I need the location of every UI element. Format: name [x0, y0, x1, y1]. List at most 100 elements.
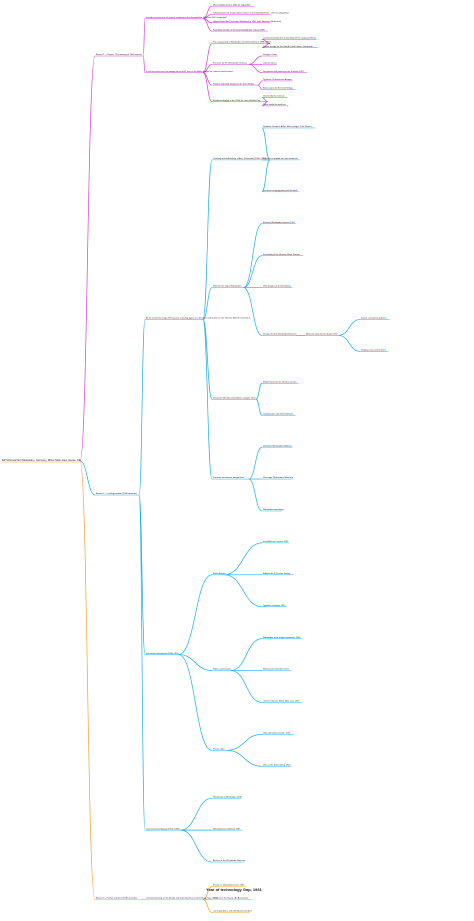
topic-node[interactable]: Helped found the Deutscher Werkbund in 1… — [213, 20, 281, 23]
connector-line — [138, 494, 146, 831]
topic-node[interactable]: The early period of Wiesbaden and Darmst… — [213, 41, 271, 44]
topic-node[interactable]: Furniture and interior design firms — [213, 476, 244, 479]
connector-line — [248, 478, 263, 512]
topic-node[interactable]: Exhibition display at the 1904 St. Louis… — [213, 99, 261, 102]
topic-node[interactable]: Museum wing interior design 1912 — [306, 333, 338, 336]
topic-node[interactable]: Continued writing on the design and teac… — [146, 897, 218, 900]
topic-node[interactable]: Branch 1 – Chapter 12 (summary of 1900 e… — [96, 53, 142, 56]
topic-node[interactable]: Archive at the Wiesbaden Museum — [213, 859, 245, 862]
connector-line — [248, 55, 263, 65]
topic-node[interactable]: Commissioned by the Grand Duke Ernst Lud… — [263, 37, 317, 40]
topic-node[interactable]: Students: Friedrich Adler, Max Laeuger, … — [263, 125, 312, 128]
connector-line — [226, 749, 263, 767]
topic-node[interactable]: Cabinet pieces — [263, 62, 277, 65]
connector-line — [202, 63, 213, 73]
topic-node[interactable]: Typeface 'Schumacher-Antiqua' — [263, 78, 293, 81]
connector-line — [202, 43, 213, 73]
topic-node[interactable]: Book designs — [213, 573, 225, 575]
connector-line — [202, 319, 213, 400]
topic-node[interactable]: Correspondence with Werkbund members — [213, 910, 252, 913]
connector-line — [180, 797, 213, 831]
topic-node[interactable]: Vereinigte Werkstätten München — [263, 476, 294, 479]
topic-node[interactable]: Deutsche Werkstätten Hellerau — [263, 444, 293, 447]
topic-node[interactable]: Includes an overview of several contribu… — [146, 16, 227, 19]
connector-line — [261, 159, 271, 193]
topic-node[interactable]: Private villas — [213, 748, 225, 751]
connector-line — [138, 494, 146, 655]
topic-node[interactable]: Insel-Bücherei covers 1912 — [263, 540, 289, 543]
connector-line — [202, 319, 213, 480]
topic-node[interactable]: Most notable work in 1902 for Jugendstil — [213, 3, 251, 6]
connector-line — [79, 460, 96, 900]
topic-node[interactable]: Late period and legacy (1925–1940) — [146, 827, 180, 830]
connector-line — [142, 55, 146, 73]
topic-node[interactable]: Villa Clementine interior 1910 — [263, 732, 291, 735]
topic-node[interactable]: Interior design for the Grand Ducal Pala… — [263, 45, 313, 48]
topic-node[interactable]: Editions for S. Fischer Verlag — [263, 572, 291, 575]
topic-node[interactable]: Work for the city of Wiesbaden — [213, 285, 242, 288]
topic-node[interactable]: Lectures at the Nassau Art Association — [213, 897, 249, 900]
connector-line — [338, 335, 361, 352]
topic-node[interactable]: Deutscher Werkbund exhibition Cologne 19… — [213, 396, 256, 399]
connector-line — [202, 18, 213, 32]
topic-node[interactable]: Retirement to Wiesbaden 1930 — [213, 795, 242, 798]
connector-line — [243, 255, 263, 288]
topic-node[interactable]: Branch 2 – Leading position (1906 onward… — [96, 492, 137, 495]
connector-line — [202, 287, 213, 320]
connector-line — [224, 542, 263, 576]
topic-node[interactable]: Designs for the Wiesbaden Museum — [263, 333, 297, 336]
topic-node[interactable]: In his first active era, the design focu… — [146, 70, 234, 73]
topic-node[interactable]: Typeface revisions 1919 — [263, 604, 286, 607]
topic-node[interactable]: Key works and projects 1908–1925 — [146, 652, 179, 655]
topic-node[interactable]: Courses in applied arts and ornament — [263, 157, 298, 160]
topic-node[interactable]: Book covers for the Insel Verlag — [263, 86, 293, 89]
connector-line — [142, 18, 146, 57]
topic-node[interactable]: Collaboration with Peter Behrens — [263, 412, 293, 415]
topic-node[interactable]: Gold medal for interiors — [263, 95, 285, 98]
connector-line — [248, 446, 263, 480]
topic-node[interactable]: At the end of this stage, EP became a le… — [146, 317, 250, 320]
topic-node[interactable]: Essays in 'Dekorative Kunst' 1931 — [213, 884, 245, 887]
topic-node[interactable]: Wiesbaden workshops — [263, 508, 284, 511]
topic-node[interactable]: Model house for the Hessian section — [263, 380, 297, 383]
mind-map-nodes: Branch 1 – Chapter 12 (summary of 1900 e… — [95, 3, 390, 913]
connector-line — [230, 638, 263, 671]
connector-line — [261, 127, 271, 161]
topic-node[interactable]: Memorial for the fallen 1921 — [263, 668, 290, 671]
topic-node[interactable]: Wiesbaden train station ornaments 1906 — [263, 636, 301, 639]
topic-node[interactable]: Colour concept for galleries — [361, 317, 386, 320]
year-callout: Year of technology Gap, 1931 — [206, 887, 263, 892]
topic-node[interactable]: Public commissions — [213, 669, 231, 671]
topic-node[interactable]: Church interiors, Rhine Main area 1923 — [263, 700, 300, 703]
topic-node[interactable]: Collaborated with Joseph Maria Olbrich a… — [213, 12, 289, 15]
connector-line — [178, 574, 213, 655]
topic-node[interactable]: Lectures on typography and the book — [263, 189, 298, 192]
topic-node[interactable]: Villa designs on the Neroberg — [263, 285, 291, 288]
connector-line — [178, 654, 213, 751]
connector-line — [180, 829, 213, 863]
topic-node[interactable]: Display cases and furniture — [361, 349, 387, 352]
topic-node[interactable]: Branch 3 – Further activities (1930 onwa… — [96, 897, 137, 900]
connector-line — [138, 319, 146, 496]
connector-line — [258, 84, 263, 90]
mind-map-edges — [2, 5, 361, 913]
topic-node[interactable]: Silver medal for book art — [263, 103, 286, 106]
connector-line — [202, 159, 213, 320]
connector-line — [79, 55, 96, 462]
connector-line — [178, 654, 213, 671]
root-node[interactable]: EP Schumacher Wiesbaden, Germany, Rhine … — [2, 458, 81, 462]
topic-node[interactable]: Founding member of the Darmstadt Artists… — [213, 28, 266, 31]
topic-node[interactable]: Decorative wall panels for the Kurhaus 1… — [263, 70, 305, 73]
topic-node[interactable]: Kurhaus Wiesbaden interiors 1907 — [263, 221, 296, 224]
topic-node[interactable]: Furnishing of the Hessian State Theatre — [263, 253, 301, 256]
connector-line — [230, 670, 263, 703]
connector-line — [258, 80, 263, 86]
topic-node[interactable]: Villa on the Sonnenberg 1914 — [263, 763, 291, 766]
topic-node[interactable]: Designs, chairs — [263, 53, 277, 56]
topic-node[interactable]: Teaching at the Academy of Arts, Düsseld… — [213, 157, 266, 160]
topic-node[interactable]: Furniture for the Wiesbaden Kurhaus — [213, 62, 247, 65]
topic-node[interactable]: Retrospective exhibition 1937 — [213, 827, 241, 830]
topic-node[interactable]: Posters and book design for the Insel Ve… — [213, 82, 255, 85]
connector-line — [338, 319, 361, 336]
connector-line — [79, 460, 96, 496]
